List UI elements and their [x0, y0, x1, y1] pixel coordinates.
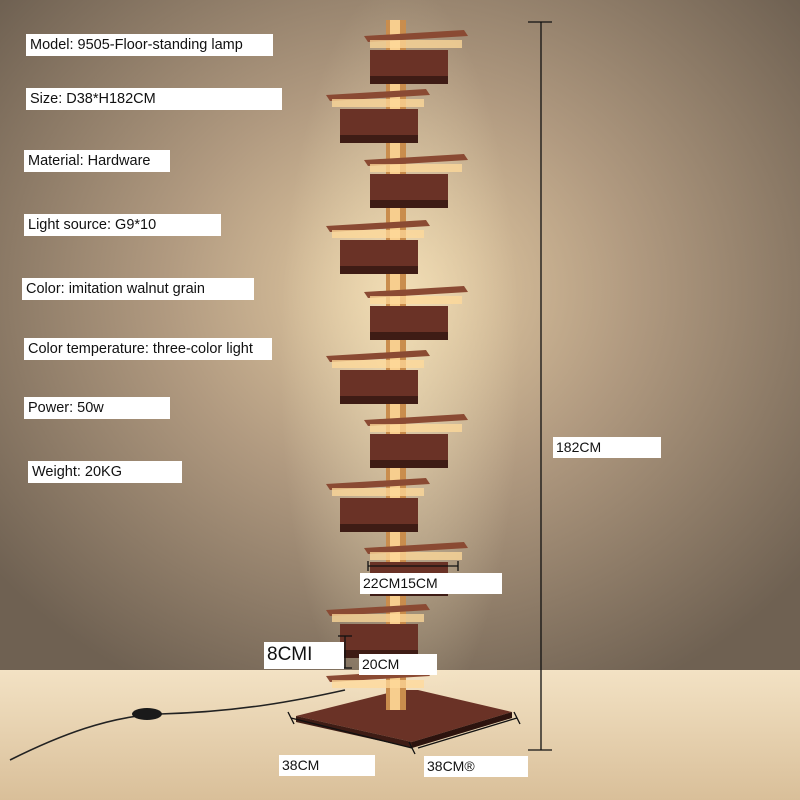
dim-shelf-widths-label: 22CM15CM	[360, 573, 502, 594]
lamp-block-shadow	[340, 396, 418, 404]
lamp-shelf	[364, 154, 468, 166]
lamp-shelf-glow	[332, 488, 424, 496]
lamp-block-shadow	[370, 200, 448, 208]
lamp-block-shadow	[340, 266, 418, 274]
lamp-shelf-glow	[370, 40, 462, 48]
spec-model: Model: 9505-Floor-standing lamp	[26, 34, 273, 56]
lamp-block-shadow	[340, 135, 418, 143]
dimension-lines	[287, 21, 552, 755]
lamp-shelf	[364, 30, 468, 42]
dim-block-height-label: 8CMI	[264, 642, 344, 669]
spec-size: Size: D38*H182CM	[26, 88, 282, 110]
spec-light-source: Light source: G9*10	[24, 214, 221, 236]
lamp-shelf	[364, 542, 468, 554]
dim-base-right-label: 38CM®	[424, 756, 528, 777]
lamp-shelf-glow	[370, 296, 462, 304]
lamp-block-shadow	[370, 76, 448, 84]
lamp-shelf	[364, 414, 468, 426]
lamp-shelf-glow	[332, 614, 424, 622]
lamp-shelf-glow	[370, 424, 462, 432]
dim-height-label: 182CM	[553, 437, 661, 458]
lamp-shelf	[326, 478, 430, 490]
spec-weight: Weight: 20KG	[28, 461, 182, 483]
lamp-shelf-glow	[332, 230, 424, 238]
lamp-shelf	[326, 220, 430, 232]
spec-color: Color: imitation walnut grain	[22, 278, 254, 300]
lamp-shelf-glow	[332, 360, 424, 368]
spec-material: Material: Hardware	[24, 150, 170, 172]
lamp-block-shadow	[370, 332, 448, 340]
lamp-shelf	[364, 286, 468, 298]
lamp-shelf	[326, 604, 430, 616]
lamp-base-edge	[412, 712, 512, 748]
lamp-shelf	[326, 350, 430, 362]
dim-block-width-label: 20CM	[359, 654, 437, 675]
lamp	[296, 20, 512, 748]
lamp-shelf-glow	[332, 680, 424, 688]
dim-base-left-label: 38CM	[279, 755, 375, 776]
lamp-block-shadow	[370, 460, 448, 468]
lamp-shelf-glow	[370, 164, 462, 172]
lamp-shelf	[326, 89, 430, 101]
lamp-base	[296, 690, 512, 742]
spec-color-temperature: Color temperature: three-color light	[24, 338, 272, 360]
lamp-base-edge	[296, 716, 412, 748]
lamp-shelf-glow	[370, 552, 462, 560]
spec-power: Power: 50w	[24, 397, 170, 419]
foot-switch	[132, 708, 162, 720]
lamp-block-shadow	[340, 524, 418, 532]
lamp-shelf-glow	[332, 99, 424, 107]
